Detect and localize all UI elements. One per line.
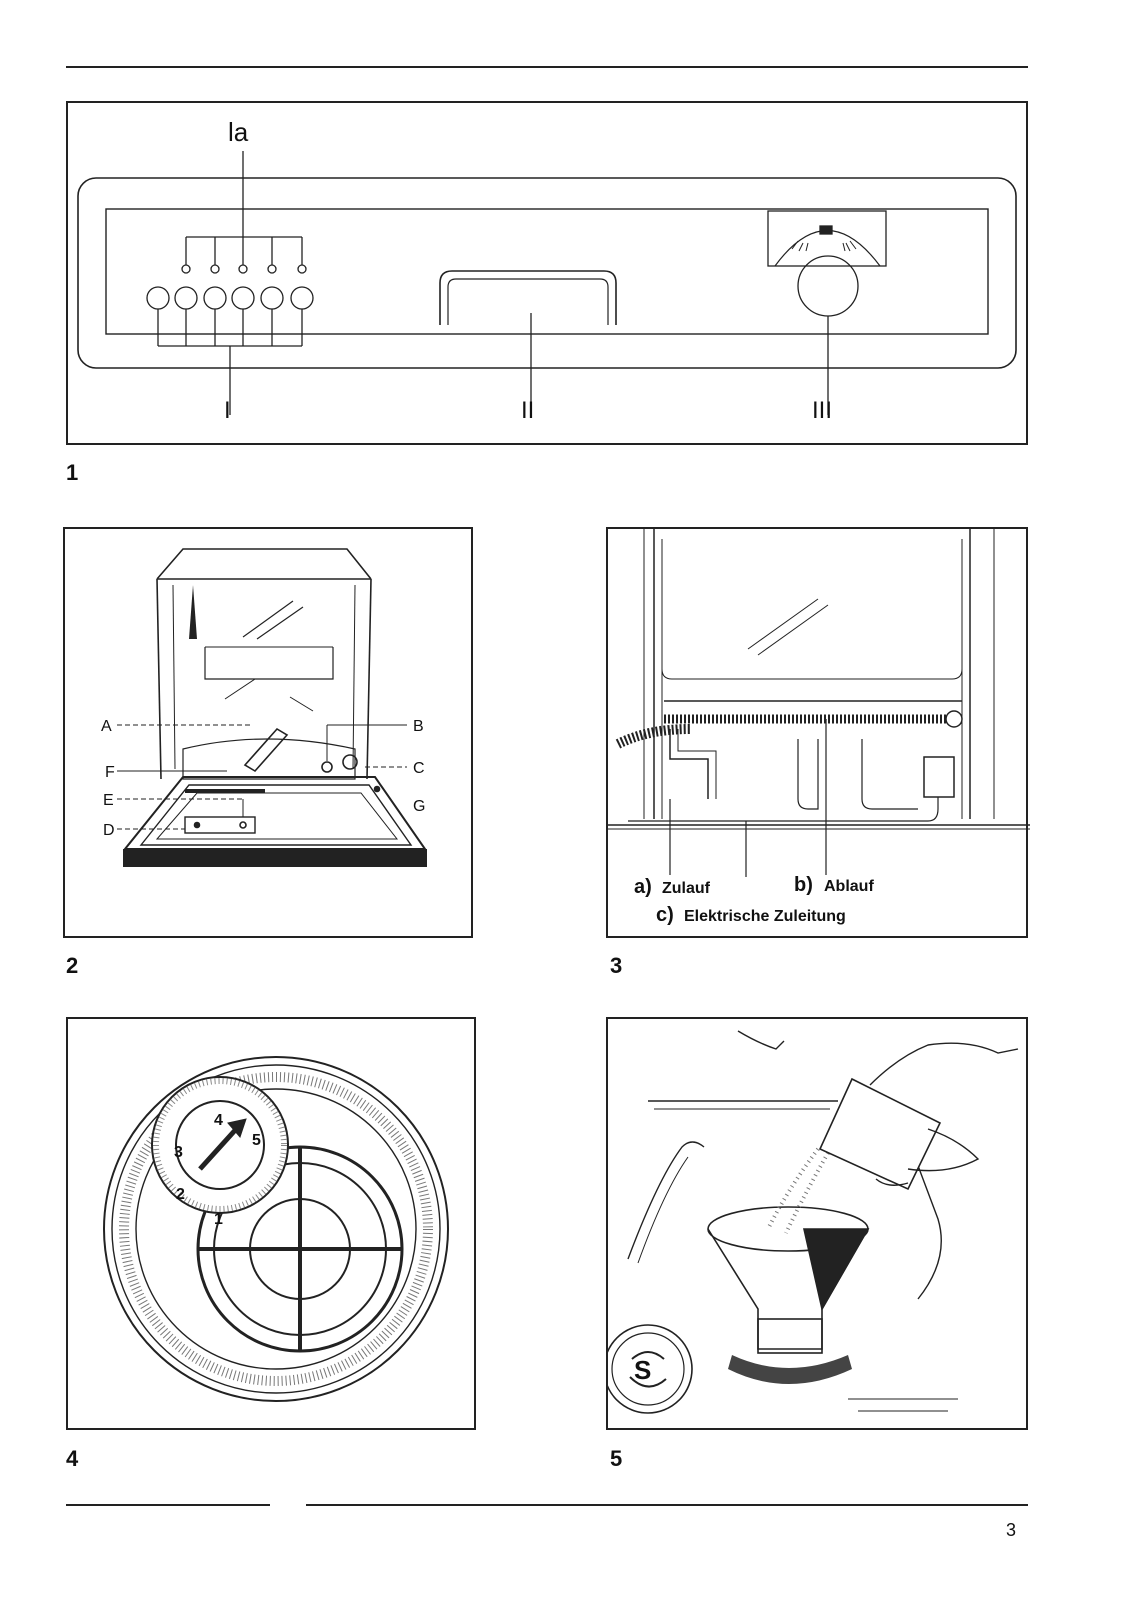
label-B: B — [413, 718, 424, 735]
figure-3-connections: a) Zulauf b) Ablauf c) Elektrische Zulei… — [606, 527, 1030, 938]
connections-drawing: a) Zulauf b) Ablauf c) Elektrische Zulei… — [608, 529, 1030, 926]
label-a-letter: a) — [634, 876, 652, 898]
figure-1-control-panel: la I II III — [66, 101, 1028, 445]
label-ablauf: Ablauf — [824, 878, 874, 895]
label-elektrische-zuleitung: Elektrische Zuleitung — [684, 908, 846, 925]
dial-mark-5: 5 — [252, 1132, 261, 1149]
dishwasher-interior-drawing: A F E D B C G — [101, 548, 427, 867]
label-D: D — [103, 822, 115, 839]
label-A: A — [101, 718, 112, 735]
bottom-rule-left — [66, 1504, 270, 1506]
dial-mark-3: 3 — [174, 1144, 183, 1161]
filling-salt-drawing: S — [608, 1030, 1019, 1414]
figure-5-filling-salt: S — [606, 1017, 1028, 1430]
label-E: E — [103, 792, 114, 809]
control-panel-drawing: la I II III — [77, 117, 1017, 424]
label-C: C — [413, 760, 425, 777]
top-rule — [66, 66, 1028, 68]
figure-1-number: 1 — [66, 460, 79, 485]
label-c-letter: c) — [656, 904, 674, 926]
label-zulauf: Zulauf — [662, 880, 711, 897]
salt-cap-s-icon: S — [634, 1355, 651, 1385]
dial-mark-2: 2 — [176, 1186, 185, 1203]
figure-2-number: 2 — [66, 953, 79, 978]
label-F: F — [105, 764, 115, 781]
figure-2-dishwasher-interior: A F E D B C G — [63, 527, 473, 938]
dial-mark-4: 4 — [214, 1112, 223, 1129]
label-II: II — [521, 397, 534, 424]
figure-5-number: 5 — [610, 1446, 623, 1471]
label-la: la — [228, 117, 249, 147]
label-G: G — [413, 798, 425, 815]
figure-4-number: 4 — [66, 1446, 79, 1471]
figure-3-number: 3 — [610, 953, 623, 978]
bottom-rule-right — [306, 1504, 1028, 1506]
page-number: 3 — [1006, 1520, 1017, 1540]
dial-mark-1: 1 — [214, 1211, 223, 1228]
label-III: III — [812, 397, 832, 424]
label-b-letter: b) — [794, 874, 813, 896]
rinse-aid-dial-drawing: 1 2 3 4 5 — [103, 1056, 449, 1402]
figure-4-rinse-aid-dial: 1 2 3 4 5 — [66, 1017, 476, 1430]
label-I: I — [224, 397, 231, 424]
